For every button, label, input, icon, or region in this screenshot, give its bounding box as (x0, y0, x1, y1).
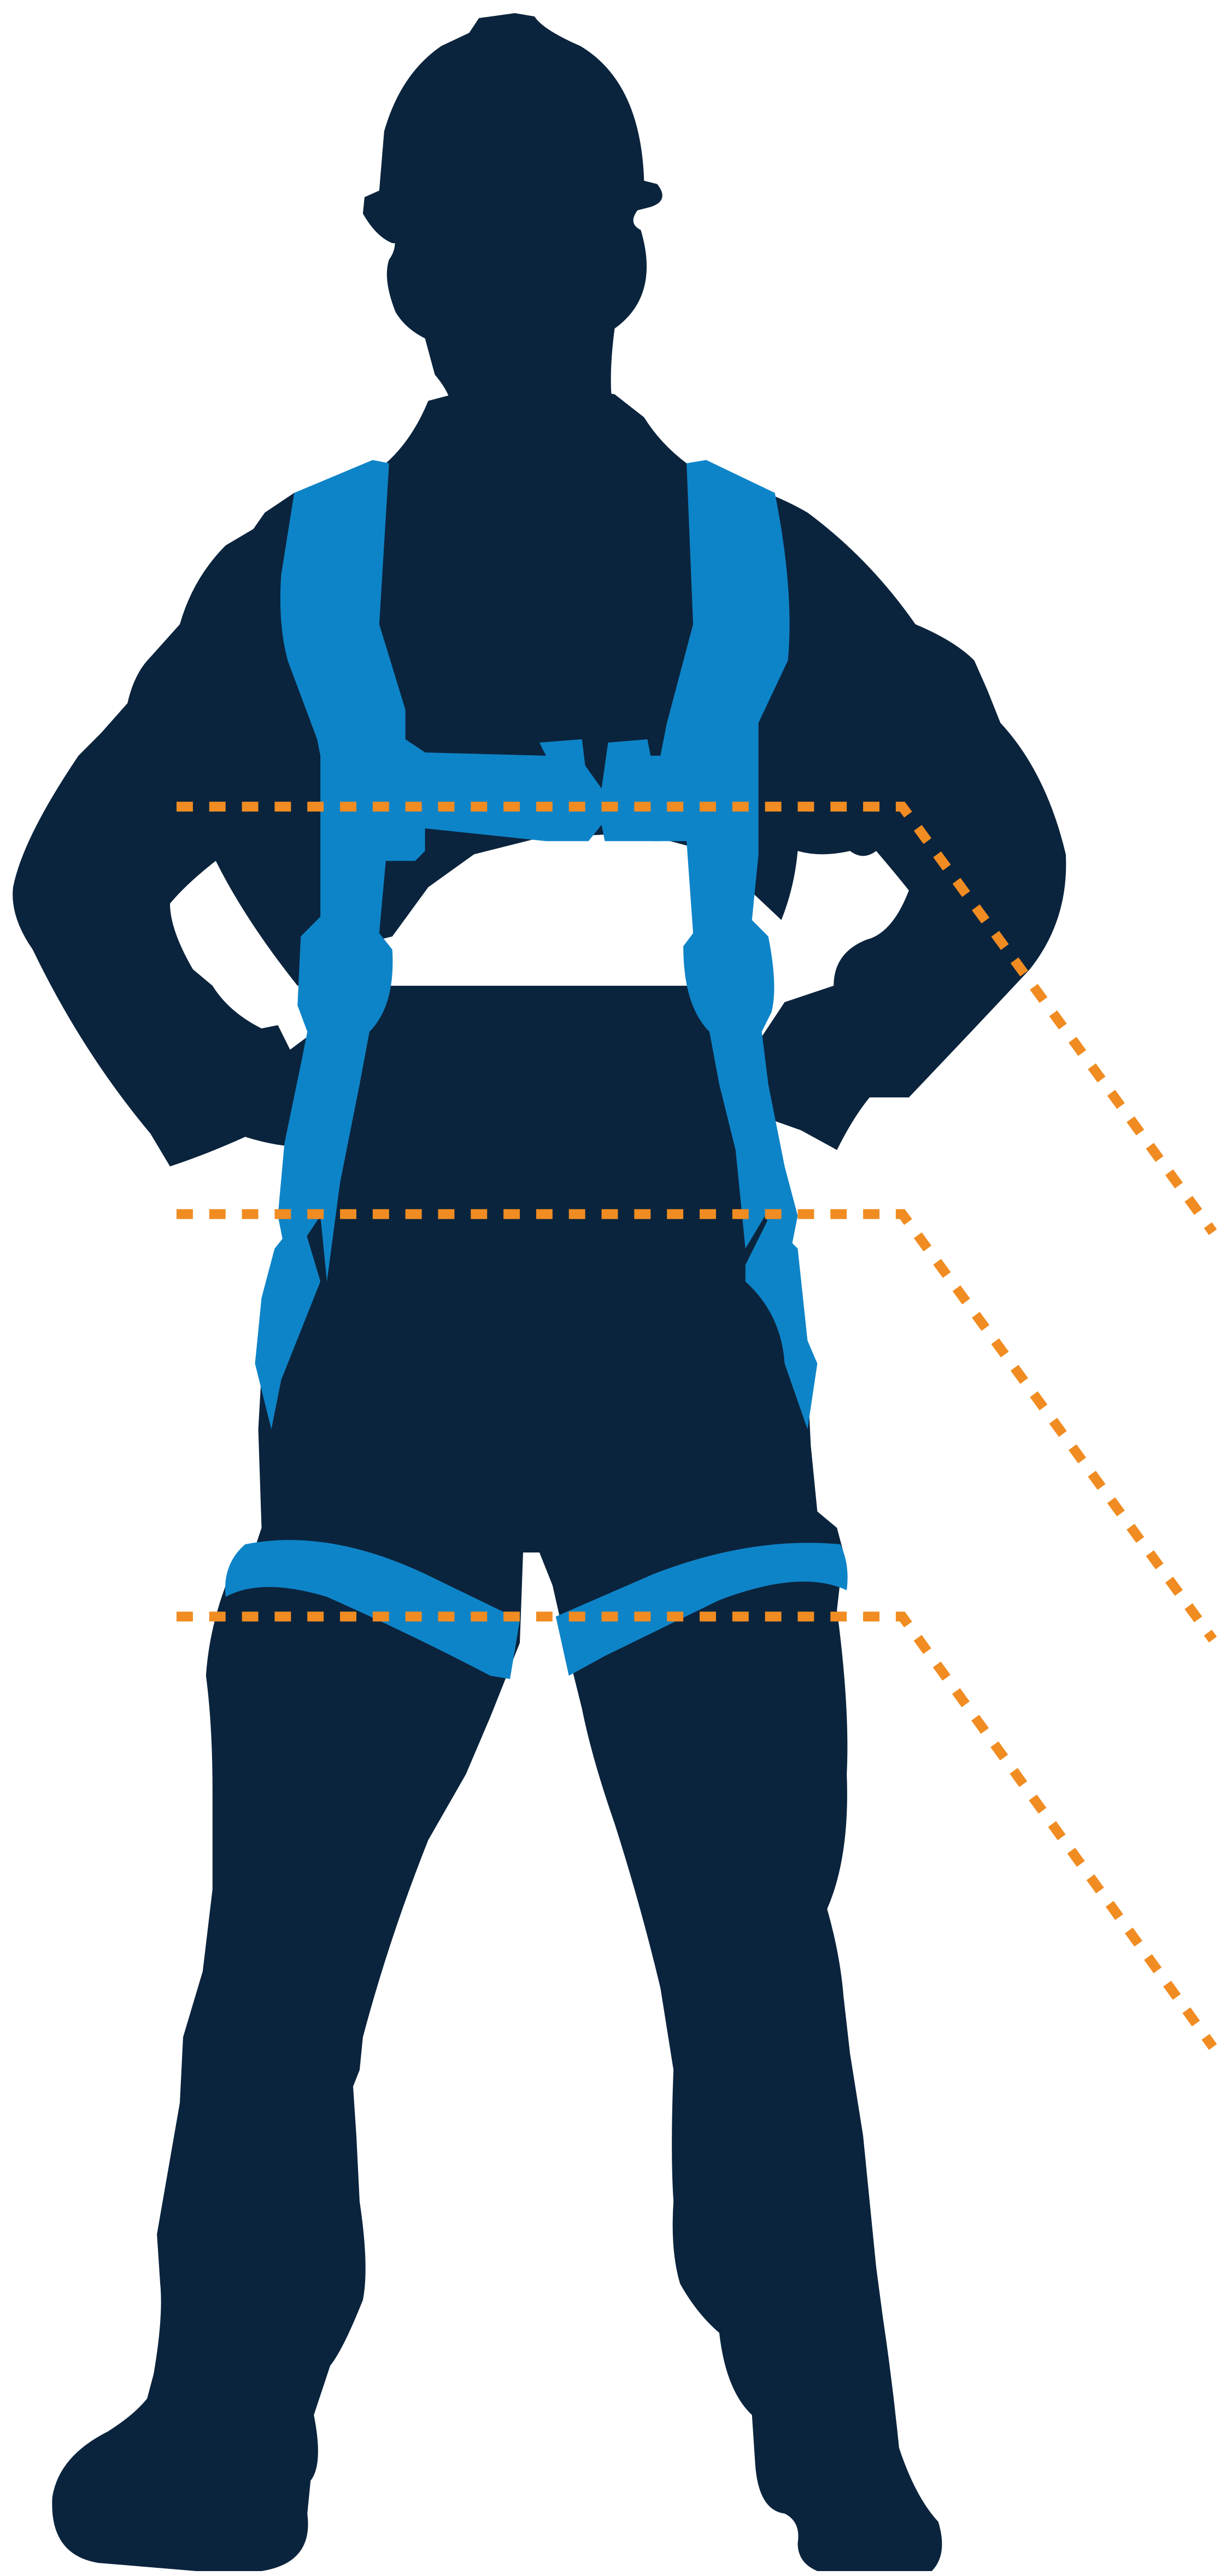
worker-silhouette (13, 13, 1066, 2571)
hard-hat (363, 13, 662, 244)
left-leg (52, 1552, 523, 2571)
right-leg (539, 1552, 942, 2571)
